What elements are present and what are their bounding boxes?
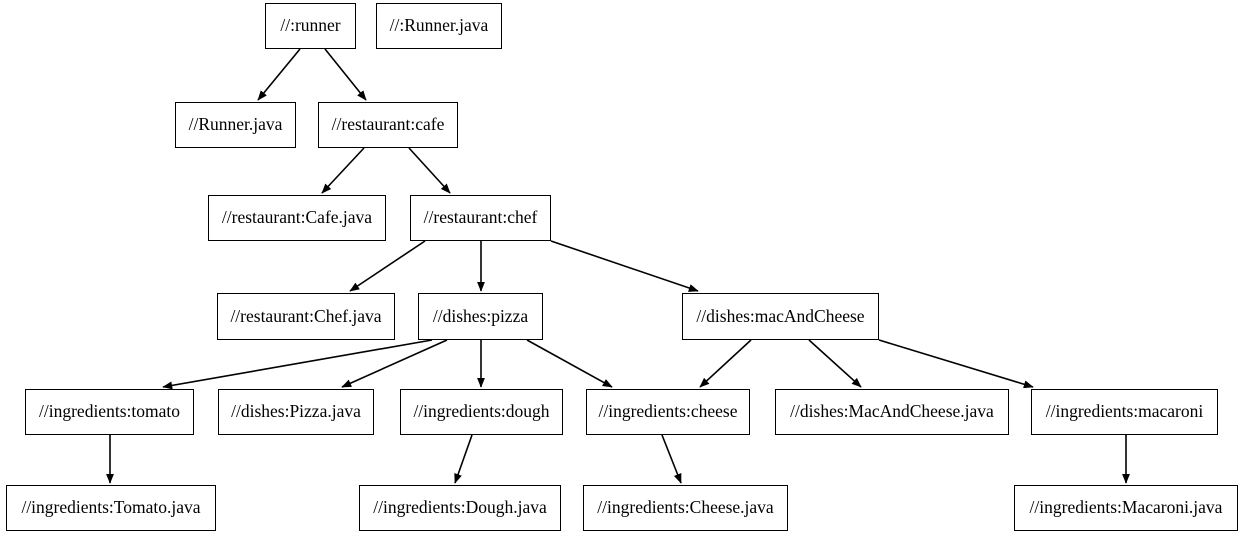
graph-node-ingredients_dough[interactable]: //ingredients:dough <box>400 389 563 435</box>
graph-node-label: //ingredients:cheese <box>598 401 738 422</box>
graph-node-label: //ingredients:Macaroni.java <box>1029 497 1223 518</box>
graph-node-label: //ingredients:Tomato.java <box>21 497 201 518</box>
graph-node-restaurant_chef[interactable]: //restaurant:chef <box>410 195 551 241</box>
graph-node-runner_java[interactable]: //Runner.java <box>175 102 296 148</box>
graph-node-restaurant_cafe_java[interactable]: //restaurant:Cafe.java <box>208 195 386 241</box>
graph-node-restaurant_cafe[interactable]: //restaurant:cafe <box>318 102 458 148</box>
graph-node-runner[interactable]: //:runner <box>265 3 356 49</box>
graph-node-label: //Runner.java <box>188 114 283 135</box>
graph-node-label: //ingredients:tomato <box>39 401 180 422</box>
graph-node-ingredients_tomato[interactable]: //ingredients:tomato <box>25 389 194 435</box>
graph-node-dishes_macandcheese[interactable]: //dishes:macAndCheese <box>682 293 879 340</box>
graph-node-label: //restaurant:chef <box>423 207 538 228</box>
graph-node-dishes_macandcheese_java[interactable]: //dishes:MacAndCheese.java <box>775 389 1009 435</box>
graph-node-label: //dishes:Pizza.java <box>231 401 361 422</box>
graph-node-label: //dishes:pizza <box>432 305 529 326</box>
graph-node-restaurant_chef_java[interactable]: //restaurant:Chef.java <box>217 293 395 340</box>
graph-node-label: //:Runner.java <box>389 15 489 36</box>
graph-node-ingredients_dough_java[interactable]: //ingredients:Dough.java <box>359 485 561 531</box>
graph-node-label: //restaurant:cafe <box>331 114 445 135</box>
graph-node-ingredients_macaroni_java[interactable]: //ingredients:Macaroni.java <box>1014 485 1238 531</box>
graph-node-ingredients_macaroni[interactable]: //ingredients:macaroni <box>1031 389 1218 435</box>
graph-node-ingredients_cheese_java[interactable]: //ingredients:Cheese.java <box>583 485 788 531</box>
graph-node-dishes_pizza_java[interactable]: //dishes:Pizza.java <box>218 389 374 435</box>
graph-node-label: //ingredients:Dough.java <box>373 497 547 518</box>
graph-node-dishes_pizza[interactable]: //dishes:pizza <box>418 293 543 340</box>
graph-node-root_runner_java[interactable]: //:Runner.java <box>376 3 502 49</box>
graph-node-label: //restaurant:Cafe.java <box>221 207 373 228</box>
graph-node-label: //:runner <box>280 15 341 36</box>
graph-node-ingredients_tomato_java[interactable]: //ingredients:Tomato.java <box>6 485 216 531</box>
graph-node-label: //ingredients:macaroni <box>1045 401 1204 422</box>
graph-node-label: //ingredients:Cheese.java <box>597 497 774 518</box>
graph-node-label: //dishes:macAndCheese <box>696 305 865 326</box>
graph-node-label: //restaurant:Chef.java <box>230 305 382 326</box>
graph-node-label: //ingredients:dough <box>413 401 550 422</box>
graph-node-label: //dishes:MacAndCheese.java <box>790 401 994 422</box>
graph-node-ingredients_cheese[interactable]: //ingredients:cheese <box>586 389 750 435</box>
